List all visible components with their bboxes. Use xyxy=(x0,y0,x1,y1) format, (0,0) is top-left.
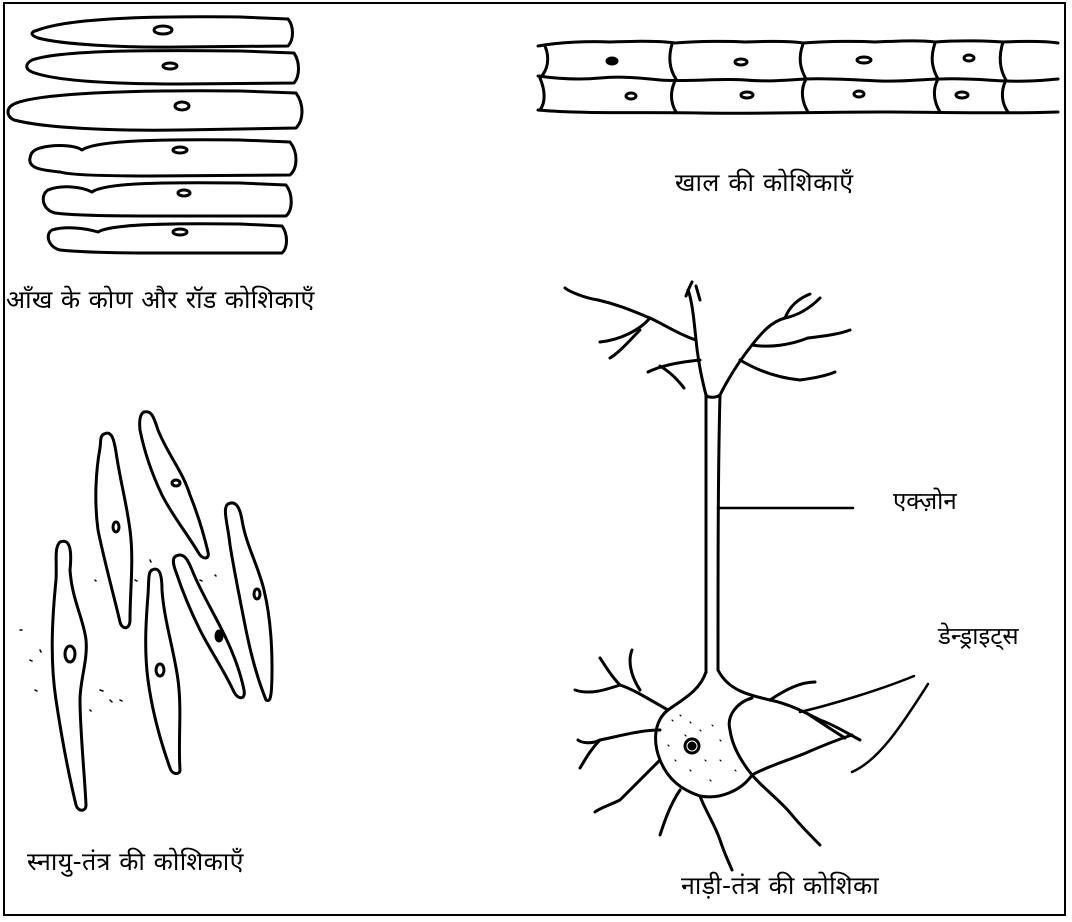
axon-label: एक्ज़ोन xyxy=(893,489,957,513)
nucleus xyxy=(956,92,968,98)
nucleus xyxy=(854,91,864,97)
cone-cell-3 xyxy=(48,224,286,253)
nucleus xyxy=(175,102,189,110)
nerve-cell-label: नाड़ी-तंत्र की कोशिका xyxy=(681,873,879,898)
muscle-cells-label: स्नायु-तंत्र की कोशिकाएँ xyxy=(27,849,244,874)
nucleus xyxy=(857,57,871,63)
muscle-cell xyxy=(52,541,86,810)
nucleus xyxy=(216,631,222,641)
nucleus xyxy=(173,147,187,153)
skin-cells-group xyxy=(538,41,1058,113)
skin-cells-label: खाल की कोशिकाएँ xyxy=(675,170,854,195)
cone-cell-2 xyxy=(43,183,291,216)
dendrites-label: डेन्ड्राइट्स xyxy=(938,624,1019,648)
muscle-cell xyxy=(173,555,244,698)
nucleus xyxy=(607,58,617,64)
muscle-cell xyxy=(225,503,272,701)
dendrite-pointer-line xyxy=(800,676,914,712)
nucleus xyxy=(626,93,636,99)
neuron-group xyxy=(565,282,928,870)
nucleus xyxy=(154,26,172,34)
eye-cells-group xyxy=(8,17,302,253)
nucleus xyxy=(163,63,177,69)
nucleus xyxy=(172,480,180,486)
nucleus xyxy=(173,229,187,235)
nucleus xyxy=(741,92,753,98)
nucleus xyxy=(113,522,119,532)
eye-cells-label: आँख के कोण और रॉड कोशिकाएँ xyxy=(6,287,315,312)
dendrite-pointer-line xyxy=(852,684,928,772)
speckle-texture xyxy=(20,560,216,711)
nucleus xyxy=(156,664,164,676)
cell-body-stipple xyxy=(668,715,736,781)
nucleus xyxy=(735,59,747,65)
nucleus xyxy=(178,190,190,196)
rod-cell-1 xyxy=(32,17,293,47)
cone-cell-1 xyxy=(30,140,296,176)
nucleus xyxy=(254,589,260,599)
rod-cell-3 xyxy=(8,91,302,130)
nucleus xyxy=(65,646,75,662)
muscle-cells-group xyxy=(20,412,272,811)
nucleus xyxy=(964,55,974,61)
